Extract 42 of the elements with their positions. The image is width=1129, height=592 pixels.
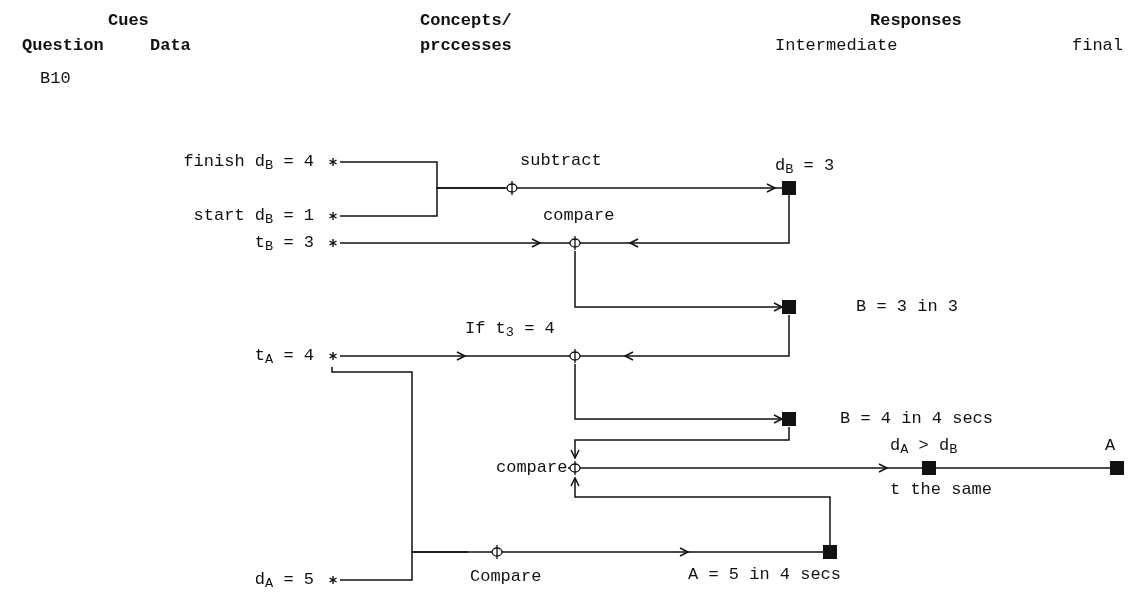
node-text: Compare xyxy=(470,566,543,588)
column-heading: Data xyxy=(150,35,191,57)
node-text: t$_{A}$ = 4 xyxy=(254,345,314,367)
connector-arrow xyxy=(624,314,790,361)
column-heading: Question xyxy=(22,35,104,57)
connector-arrow xyxy=(339,238,541,248)
heading-text: Intermediate xyxy=(775,35,898,57)
process-junction xyxy=(465,318,625,364)
process-junction xyxy=(496,458,588,478)
connector-arrow xyxy=(587,463,888,473)
column-heading: Cues xyxy=(108,10,149,32)
connector-arrow xyxy=(570,426,790,459)
node-text: t the same xyxy=(890,479,994,501)
connector-arrow xyxy=(570,477,831,546)
node-text: finish d$_{B}$ = 4 xyxy=(183,151,314,173)
heading-text: final xyxy=(1072,35,1123,57)
column-heading: Concepts/ prccesses xyxy=(420,10,513,57)
node-text: d$_{B}$ = 3 xyxy=(775,155,836,177)
connector-arrow xyxy=(574,250,783,312)
node-text: A xyxy=(1105,435,1117,457)
node-text: B = 3 in 3 xyxy=(856,296,959,318)
node-text: compare xyxy=(543,205,616,227)
node-text: t$_{B}$ = 3 xyxy=(254,232,314,254)
node-text: d$_{A}$ > d$_{B}$ xyxy=(890,435,959,457)
process-junction xyxy=(505,150,605,196)
heading-text: B10 xyxy=(40,68,71,90)
connector-line xyxy=(339,187,506,217)
node-text: start d$_{B}$ = 1 xyxy=(193,205,314,227)
node-text: If t$_{3}$ = 4 xyxy=(465,318,556,340)
node-text: A = 5 in 4 secs xyxy=(688,565,843,585)
connector-line xyxy=(1051,467,1106,469)
connector-arrow xyxy=(604,183,776,193)
connector-arrow xyxy=(569,547,689,557)
connector-line xyxy=(339,551,469,581)
connector-arrow xyxy=(629,194,790,248)
connector-arrow xyxy=(339,351,466,361)
connector-arrow xyxy=(574,363,783,424)
node-text: B = 4 in 4 secs xyxy=(840,408,994,430)
node-text: compare xyxy=(496,457,568,479)
node-text: subtract xyxy=(520,150,603,172)
node-text: d$_{A}$ = 5 xyxy=(254,569,314,591)
column-heading: Responses xyxy=(870,10,962,32)
